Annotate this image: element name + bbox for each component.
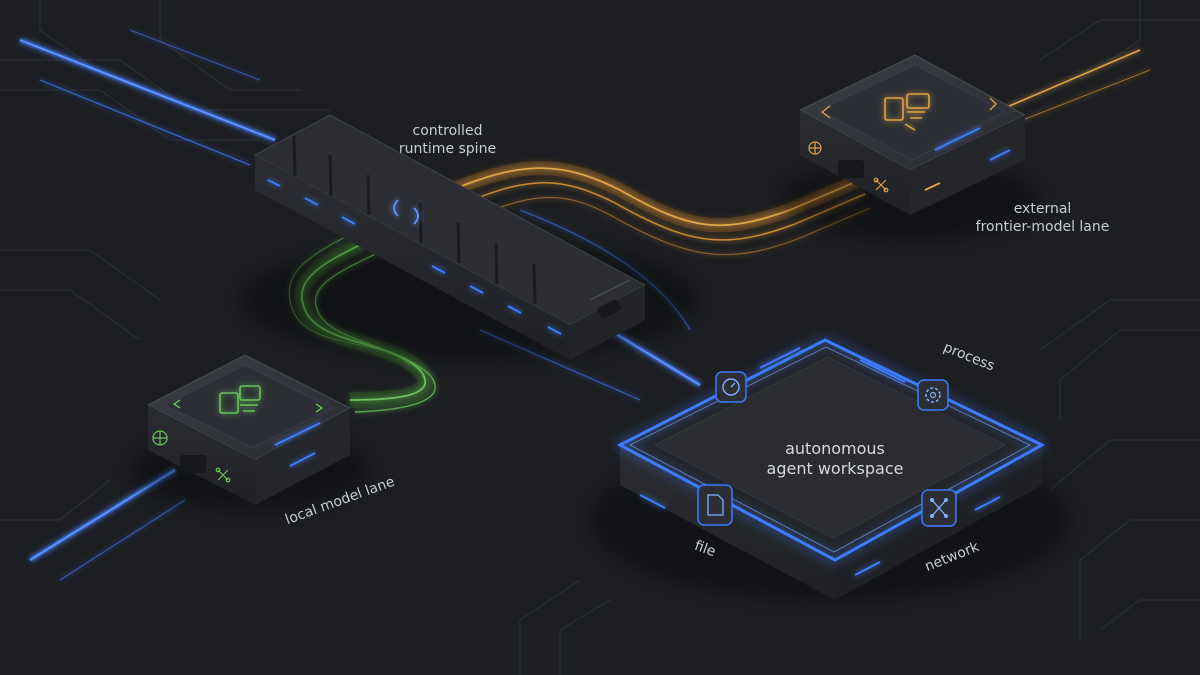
orange-lane (437, 49, 1151, 256)
workspace-file-icon (697, 484, 733, 526)
external-frontier-module (798, 54, 1027, 215)
local-module-network-icon (215, 467, 231, 483)
spine-bracket-icon (393, 199, 419, 225)
agent-workspace (616, 338, 1046, 600)
workspace-label: autonomous agent workspace (755, 439, 915, 479)
spine-label-line-2: runtime spine (398, 141, 497, 157)
external-label-line-1: external (1013, 201, 1072, 217)
workspace-gear-icon (917, 379, 949, 411)
workspace-gauge-icon (715, 371, 747, 403)
local-module-globe-icon (152, 430, 168, 446)
external-label-line-2: frontier-model lane (975, 219, 1110, 235)
blue-lane-top-left (19, 29, 276, 166)
spine-label-line-1: controlled (412, 123, 483, 139)
workspace-label-line-2: agent workspace (766, 459, 904, 478)
local-module-document-icon (219, 385, 261, 414)
external-module-document-icon (884, 93, 930, 131)
local-model-module (146, 354, 352, 505)
external-label: external frontier-model lane (965, 200, 1120, 236)
workspace-network-icon (921, 489, 957, 527)
runtime-spine (253, 114, 647, 360)
external-module-network-icon (873, 177, 889, 193)
workspace-label-line-1: autonomous (785, 439, 885, 458)
spine-label: controlled runtime spine (385, 122, 510, 158)
external-module-grid-icon (808, 141, 822, 155)
